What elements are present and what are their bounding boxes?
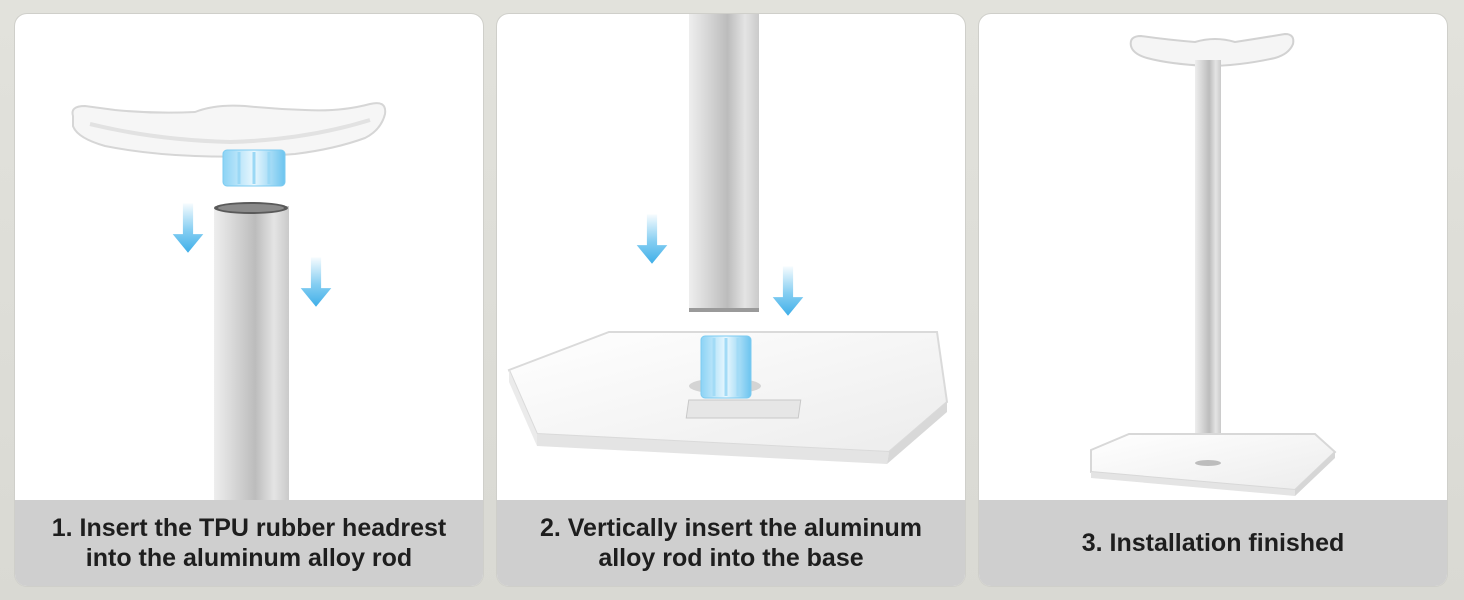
step-1-caption-text: 1. Insert the TPU rubber headrest into t… xyxy=(51,514,447,572)
aluminum-rod xyxy=(689,14,759,312)
step-3-caption: 3. Installation finished xyxy=(979,500,1447,586)
step-2-caption-text: 2. Vertically insert the aluminum alloy … xyxy=(539,514,923,572)
step-1-panel: 1. Insert the TPU rubber headrest into t… xyxy=(15,14,483,586)
step-2-panel: 2. Vertically insert the aluminum alloy … xyxy=(497,14,965,586)
step-3-caption-text: 3. Installation finished xyxy=(1081,529,1345,557)
step-3-panel: 3. Installation finished xyxy=(979,14,1447,586)
down-arrow-icon xyxy=(637,215,668,264)
step-1-caption: 1. Insert the TPU rubber headrest into t… xyxy=(15,500,483,586)
step-1-illustration xyxy=(71,102,387,500)
headrest-illustration xyxy=(71,102,387,187)
aluminum-rod xyxy=(214,202,289,500)
assembled-headphone-stand xyxy=(1090,32,1337,496)
base-plate xyxy=(507,331,949,464)
down-arrow-icon xyxy=(173,204,204,253)
step-2-caption: 2. Vertically insert the aluminum alloy … xyxy=(497,500,965,586)
down-arrow-icon xyxy=(773,267,804,316)
down-arrow-icon xyxy=(301,258,332,307)
step-2-illustration xyxy=(507,14,949,464)
step-3-illustration xyxy=(1090,32,1337,496)
